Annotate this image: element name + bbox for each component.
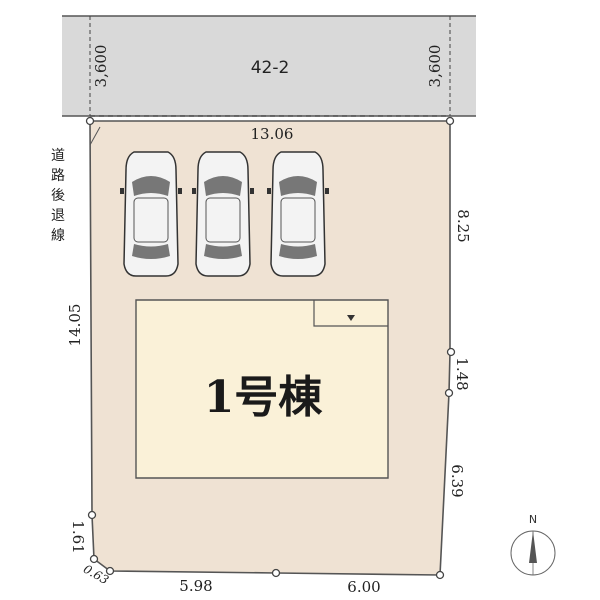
- car-icon: [192, 151, 254, 277]
- road-label: 42-2: [251, 58, 290, 78]
- dim-left: 14.05: [66, 304, 84, 347]
- dim-bottom-right: 6.00: [347, 578, 380, 596]
- entrance-notch: [313, 300, 388, 327]
- road-area: [62, 16, 476, 116]
- building-footprint: [135, 299, 389, 479]
- vertex: [435, 570, 445, 580]
- dim-bottom-left: 5.98: [179, 577, 212, 595]
- dim-right-upper: 8.25: [454, 209, 472, 242]
- dim-right-lower: 6.39: [448, 464, 466, 497]
- north-arrow-icon: N: [510, 513, 556, 576]
- vertex: [85, 116, 95, 126]
- road-width-right: 3,600: [426, 45, 444, 88]
- car-icon: [267, 151, 329, 277]
- setback-note-char: 線: [51, 228, 65, 244]
- compass-label: N: [529, 513, 537, 526]
- dim-right-mid: 1.48: [453, 357, 471, 390]
- vertex: [87, 510, 97, 520]
- vertex: [271, 568, 281, 578]
- vertex: [105, 566, 115, 576]
- car-icon: [120, 151, 182, 277]
- dim-left-lower: 1.61: [69, 520, 87, 553]
- lot-vertices: [85, 116, 456, 580]
- setback-note-char: 後: [51, 188, 65, 204]
- setback-note: 道 路 後 退 線: [51, 148, 65, 244]
- vertex: [89, 554, 99, 564]
- building-label: 1号棟: [204, 372, 324, 423]
- road-width-left: 3,600: [92, 45, 110, 88]
- setback-note-char: 路: [51, 168, 65, 184]
- parking-cars: [120, 151, 329, 277]
- entrance-marker-icon: [347, 315, 355, 321]
- vertex: [446, 347, 456, 357]
- setback-note-char: 道: [51, 148, 65, 164]
- setback-leader: [89, 126, 101, 146]
- vertex: [444, 388, 454, 398]
- vertex: [445, 116, 455, 126]
- setback-note-char: 退: [51, 208, 65, 224]
- dim-top: 13.06: [251, 125, 294, 143]
